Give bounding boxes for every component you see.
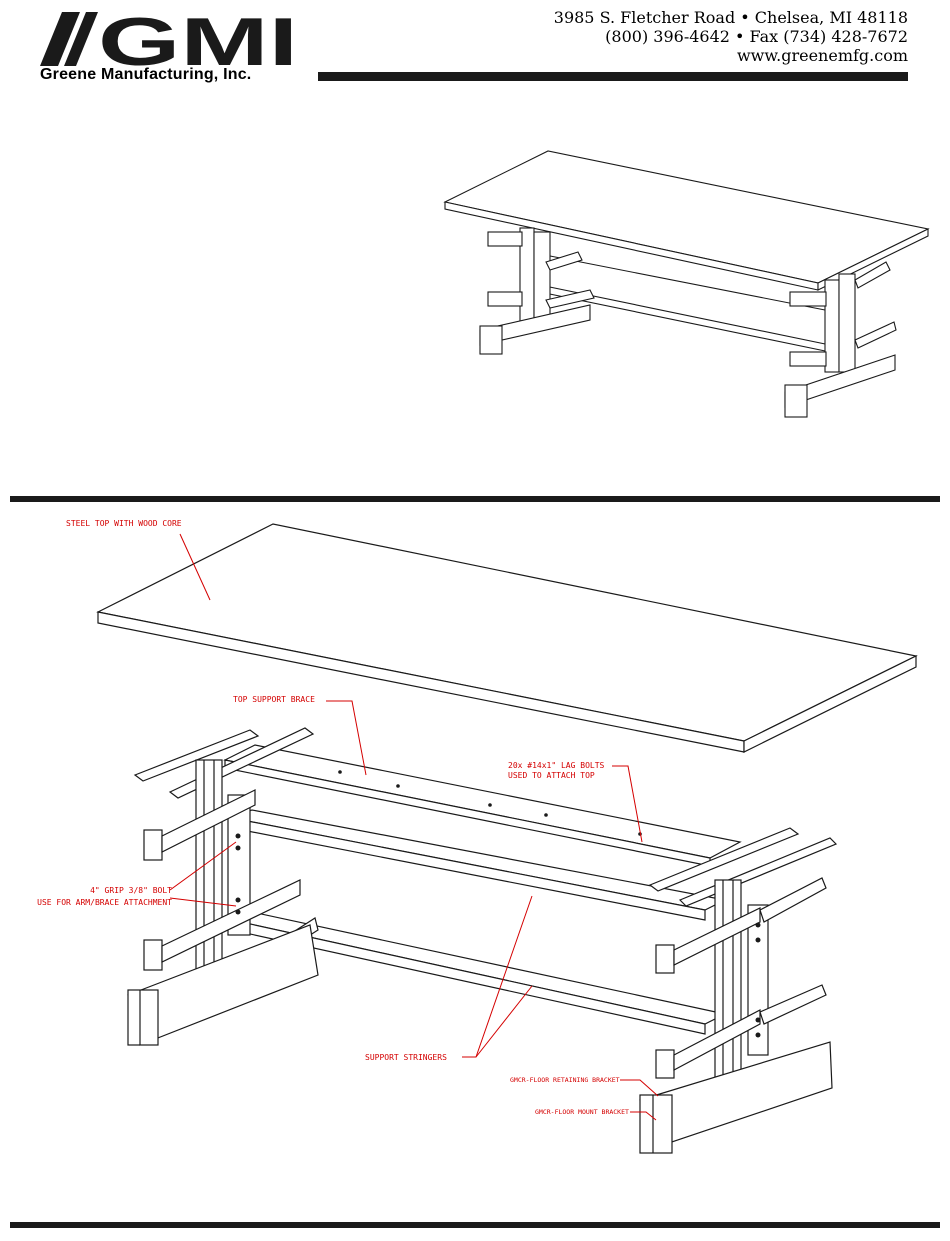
address-line: 3985 S. Fletcher Road • Chelsea, MI 4811… [553, 8, 908, 27]
section-divider [10, 496, 940, 502]
footer-divider [10, 1222, 940, 1228]
callout-leaders [169, 533, 659, 1121]
callout-support-stringers: SUPPORT STRINGERS [365, 1053, 447, 1062]
gmi-logo-mark: GMI [40, 4, 298, 80]
callout-lag-bolts-1: 20x #14x1" LAG BOLTS [508, 761, 605, 770]
phone-line: (800) 396-4642 • Fax (734) 428-7672 [605, 27, 908, 46]
callout-top-support-brace: TOP SUPPORT BRACE [233, 695, 315, 704]
bolt-holes [235, 770, 761, 1038]
contact-block: 3985 S. Fletcher Road • Chelsea, MI 4811… [554, 8, 908, 65]
company-name: Greene Manufacturing, Inc. [40, 66, 252, 83]
tabletop [96, 523, 918, 742]
gmi-logo: GMI [36, 4, 306, 88]
callout-grip-bolt-1: 4" GRIP 3/8" BOLT [90, 886, 172, 895]
exploded-view [96, 523, 918, 1154]
callout-lag-bolts-2: USED TO ATTACH TOP [508, 771, 595, 780]
callout-labels: STEEL TOP WITH WOOD CORE TOP SUPPORT BRA… [37, 519, 629, 1116]
callout-steel-top: STEEL TOP WITH WOOD CORE [66, 519, 182, 528]
callout-grip-bolt-2: USE FOR ARM/BRACE ATTACHMENT [37, 898, 172, 907]
callout-retaining-bracket: GMCR-FLOOR RETAINING BRACKET [510, 1076, 620, 1084]
logo-text: GMI [98, 8, 298, 70]
isometric-preview [443, 150, 930, 418]
website-link[interactable]: www.greenemfg.com [736, 46, 908, 65]
header-rule [318, 72, 908, 81]
callout-mount-bracket: GMCR-FLOOR MOUNT BRACKET [535, 1108, 629, 1116]
page-header: GMI Greene Manufacturing, Inc. 3985 S. F… [0, 0, 950, 100]
